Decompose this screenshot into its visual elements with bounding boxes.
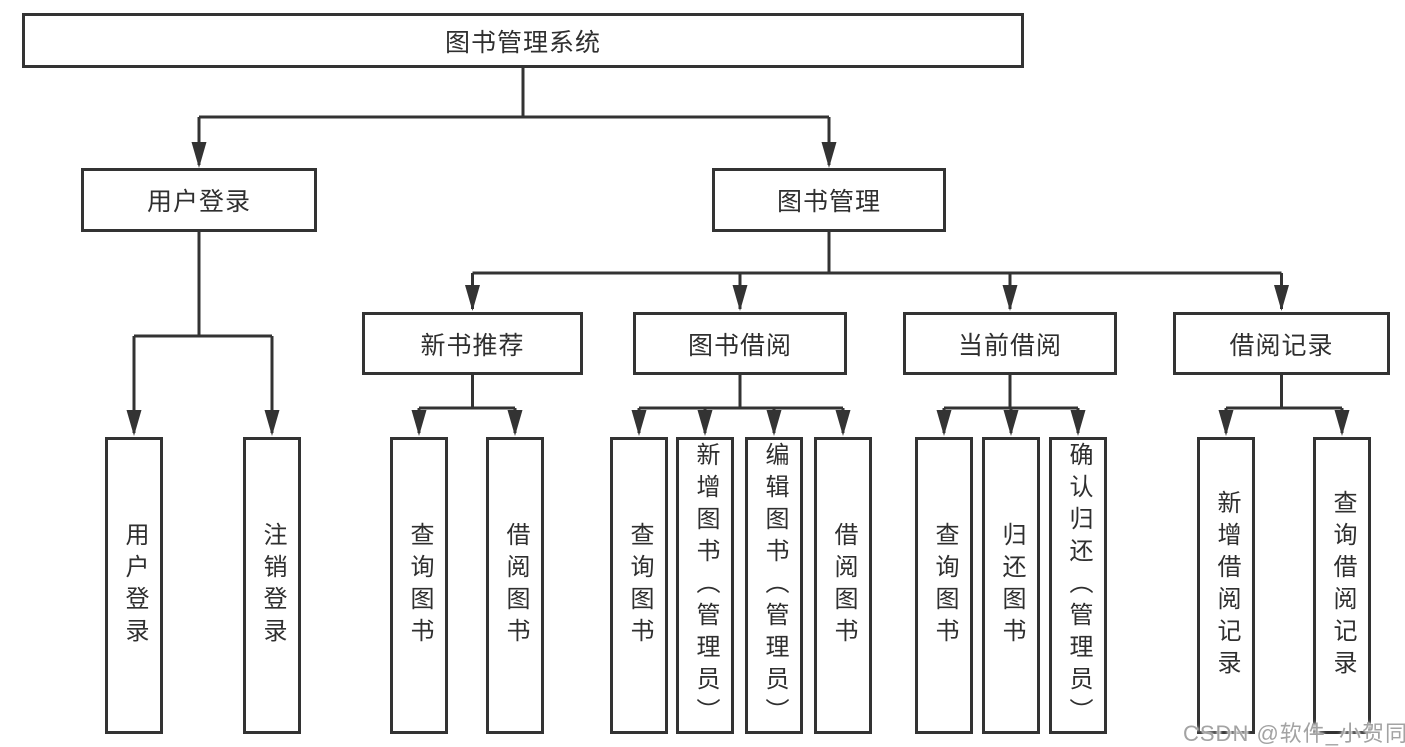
connector-book-management-children xyxy=(471,232,1283,309)
leaf-borrow-books-borrow: 借阅图书 xyxy=(814,437,872,734)
leaf-user-login: 用户登录 xyxy=(105,437,163,734)
leaf-logout-login: 注销登录 xyxy=(243,437,301,734)
node-borrow-records: 借阅记录 xyxy=(1173,312,1390,375)
connector-user-login-children xyxy=(132,232,274,433)
leaf-query-books-borrow: 查询图书 xyxy=(610,437,668,734)
node-current-borrow: 当前借阅 xyxy=(903,312,1117,375)
leaf-borrow-books-recommend: 借阅图书 xyxy=(486,437,544,734)
leaf-add-borrow-record: 新增借阅记录 xyxy=(1197,437,1255,734)
node-new-book-recommend: 新书推荐 xyxy=(362,312,583,375)
leaf-confirm-return-admin: 确认归还（管理员） xyxy=(1049,437,1107,734)
leaf-edit-book-admin: 编辑图书（管理员） xyxy=(745,437,803,734)
connector-borrow-record-children xyxy=(1224,375,1344,433)
node-root: 图书管理系统 xyxy=(22,13,1024,68)
leaf-add-book-admin: 新增图书（管理员） xyxy=(676,437,734,734)
connector-book-borrow-children xyxy=(637,375,845,433)
node-book-borrow: 图书借阅 xyxy=(633,312,847,375)
leaf-query-books-recommend: 查询图书 xyxy=(390,437,448,734)
connector-current-borrow-children xyxy=(942,375,1080,433)
csdn-watermark: CSDN @软件_小贺同学 xyxy=(1183,721,1405,746)
connector-paths xyxy=(132,68,1344,433)
leaf-query-borrow-record: 查询借阅记录 xyxy=(1313,437,1371,734)
connector-root-to-level2 xyxy=(197,68,831,165)
leaf-query-books-current: 查询图书 xyxy=(915,437,973,734)
node-book-management: 图书管理 xyxy=(712,168,946,232)
node-user-login: 用户登录 xyxy=(81,168,317,232)
leaf-return-books: 归还图书 xyxy=(982,437,1040,734)
connector-new-book-children xyxy=(417,375,517,433)
